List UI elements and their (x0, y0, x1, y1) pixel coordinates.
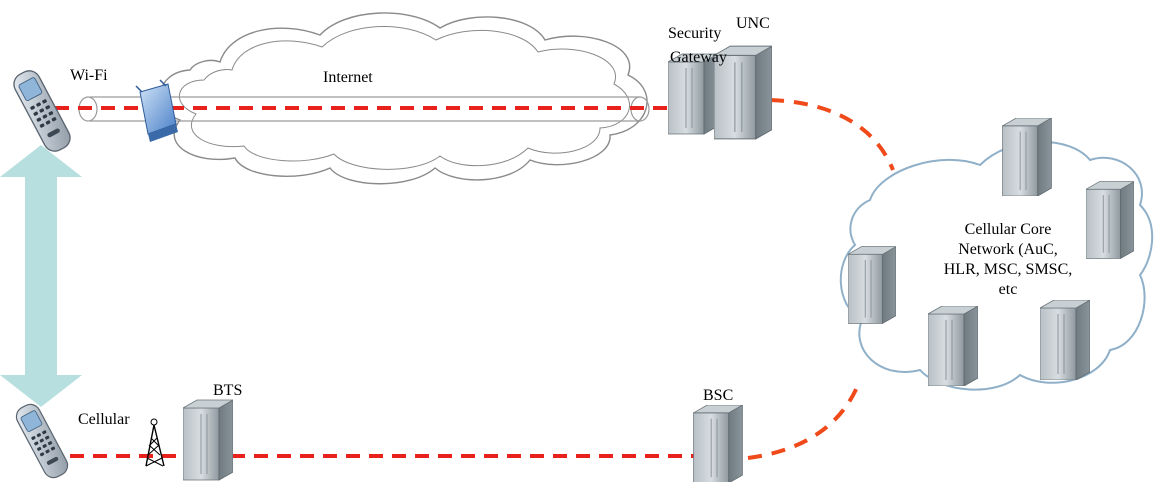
mobile-phone-icon (12, 400, 72, 482)
internet-cloud (159, 12, 648, 185)
bts-label: BTS (213, 382, 243, 399)
security-gateway-label-line1: Security (668, 25, 722, 42)
internet-label: Internet (323, 69, 373, 86)
unc-core-link (769, 98, 895, 171)
bsc-label: BSC (703, 387, 734, 404)
core-label-line3: HLR, MSC, SMSC, (943, 261, 1073, 278)
server-tower-icon (1040, 300, 1090, 380)
cellular-core-label: Cellular Core Network (AuC, HLR, MSC, SM… (898, 220, 1118, 300)
core-label-line1: Cellular Core (964, 221, 1052, 238)
server-tower-icon (928, 306, 978, 386)
core-label-line2: Network (AuC, (958, 241, 1058, 258)
security-gateway-label-line2: Gateway (670, 49, 727, 66)
server-tower-icon (693, 405, 743, 482)
unc-label: UNC (736, 15, 770, 32)
wifi-access-point-icon (135, 79, 178, 142)
bsc-core-link (747, 379, 862, 460)
server-tower-icon (183, 399, 233, 481)
cell-antenna-icon (145, 418, 165, 467)
server-tower-icon (1002, 118, 1052, 196)
core-label-line4: etc (998, 281, 1018, 298)
server-tower-icon (848, 246, 896, 324)
wifi-label: Wi-Fi (70, 67, 108, 84)
mobile-phone-icon (9, 66, 75, 156)
double-arrow-icon (0, 145, 82, 407)
cellular-label: Cellular (78, 411, 130, 428)
